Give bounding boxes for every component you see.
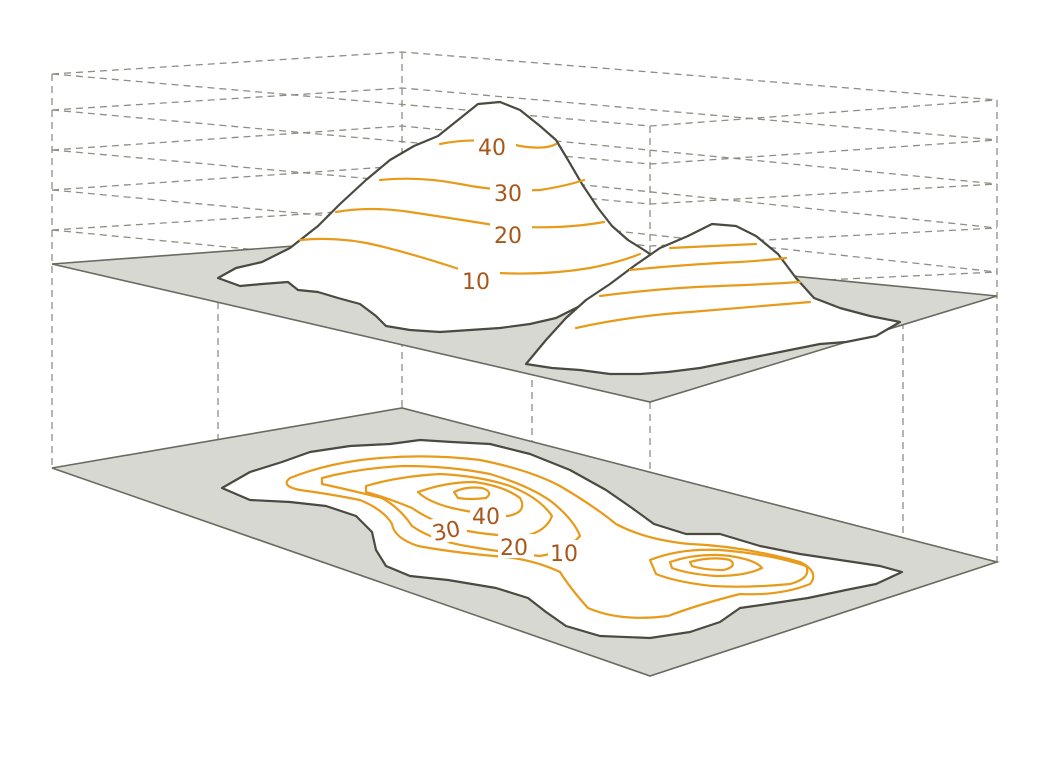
label-30-map: 30 [430,517,463,547]
map-land-outline [220,438,904,640]
label-20-map: 20 [500,536,528,561]
label-10-3d: 10 [462,270,490,295]
label-30-3d: 30 [494,182,522,207]
label-40-3d: 40 [478,136,506,161]
elevation-labels-3d: 40 30 20 10 [458,132,532,295]
label-40-map: 40 [472,505,500,530]
label-10-map: 10 [550,542,578,567]
elevation-labels-map: 40 30 20 10 [427,502,584,567]
small-hill-3d [524,222,902,376]
label-20-3d: 20 [494,224,522,249]
